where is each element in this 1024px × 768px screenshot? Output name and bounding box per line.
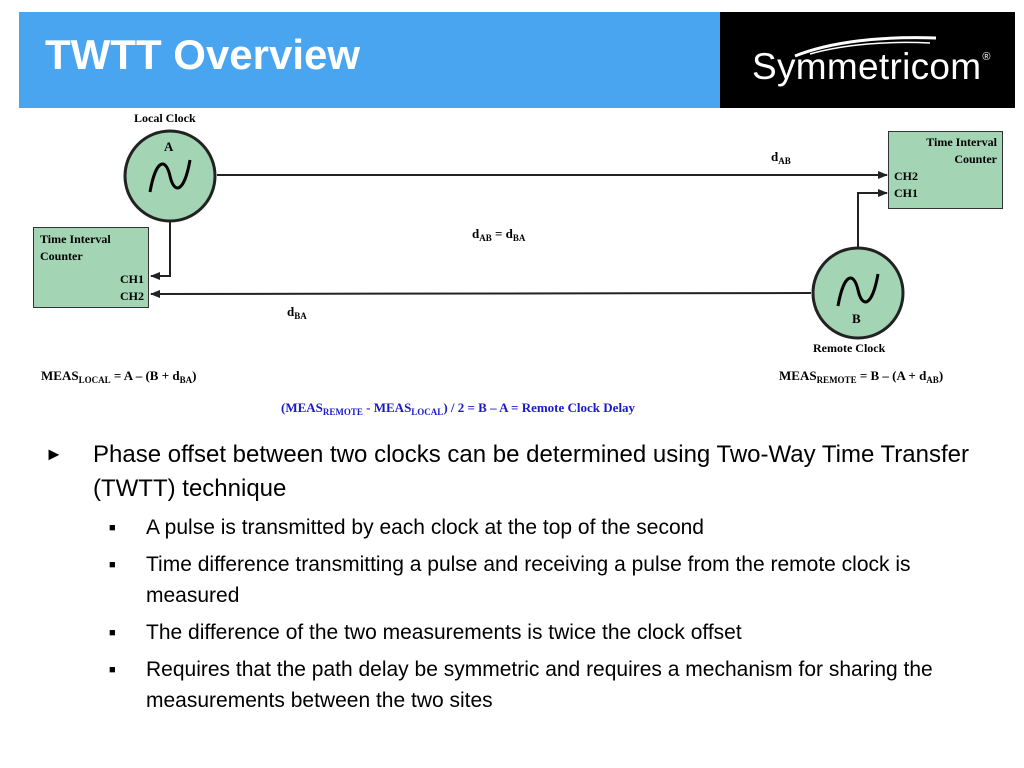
signal-line-b-to-local — [150, 289, 812, 298]
bullet-marker-sub3: ■ — [109, 627, 116, 639]
logo-wordmark: Symmetricom® — [752, 48, 991, 85]
bullet-sub1: A pulse is transmitted by each clock at … — [146, 516, 704, 539]
meas-remote-equation: MEASREMOTE = B – (A + dAB) — [779, 368, 944, 385]
remote-clock-wave-icon — [836, 273, 880, 307]
remote-counter-ch1: CH1 — [894, 186, 918, 200]
meas-local-equation: MEASLOCAL = A – (B + dBA) — [41, 368, 197, 385]
local-counter-ch2: CH2 — [120, 289, 144, 303]
twtt-diagram — [123, 129, 905, 340]
bullet-marker-level1: ► — [45, 444, 63, 464]
signal-line-b-to-remote — [857, 189, 888, 252]
remote-counter-title-line1: Time Interval — [926, 135, 997, 149]
remote-time-interval-counter: Time Interval Counter CH2 CH1 — [888, 131, 1003, 209]
bullet-marker-sub1: ■ — [109, 522, 116, 534]
delay-label-ab: dAB — [771, 149, 791, 166]
bullet-sub2: Time difference transmitting a pulse and… — [146, 553, 911, 607]
bullet-marker-sub4: ■ — [109, 664, 116, 676]
remote-counter-ch2: CH2 — [894, 169, 918, 183]
bullet-sub4: Requires that the path delay be symmetri… — [146, 658, 933, 712]
local-time-interval-counter: Time Interval Counter CH1 CH2 — [33, 227, 149, 308]
delay-label-ba: dBA — [287, 304, 307, 321]
local-counter-title-line2: Counter — [40, 249, 83, 263]
bullet-main: Phase offset between two clocks can be d… — [93, 441, 969, 502]
bullet-marker-sub2: ■ — [109, 559, 116, 571]
logo-text: Symmetricom — [752, 46, 982, 87]
logo-registered-mark: ® — [982, 51, 991, 63]
remote-clock-caption: Remote Clock — [813, 341, 886, 355]
local-clock-letter: A — [164, 139, 174, 154]
header-bar — [19, 12, 720, 108]
local-clock-wave-icon — [148, 159, 192, 193]
remote-clock-delay-equation: (MEASREMOTE - MEASLOCAL) / 2 = B – A = R… — [281, 400, 636, 417]
bullet-sub3: The difference of the two measurements i… — [146, 621, 742, 644]
logo-box: Symmetricom® — [720, 12, 1015, 108]
slide-title: TWTT Overview — [45, 31, 361, 78]
remote-clock-letter: B — [852, 311, 861, 326]
signal-line-a-to-local — [150, 218, 171, 280]
local-counter-title-line1: Time Interval — [40, 232, 111, 246]
local-counter-ch1: CH1 — [120, 272, 144, 286]
remote-counter-title-line2: Counter — [954, 152, 997, 166]
delay-equality: dAB = dBA — [472, 226, 526, 243]
local-clock-caption: Local Clock — [134, 111, 196, 125]
logo-swoosh-icon — [794, 36, 937, 58]
